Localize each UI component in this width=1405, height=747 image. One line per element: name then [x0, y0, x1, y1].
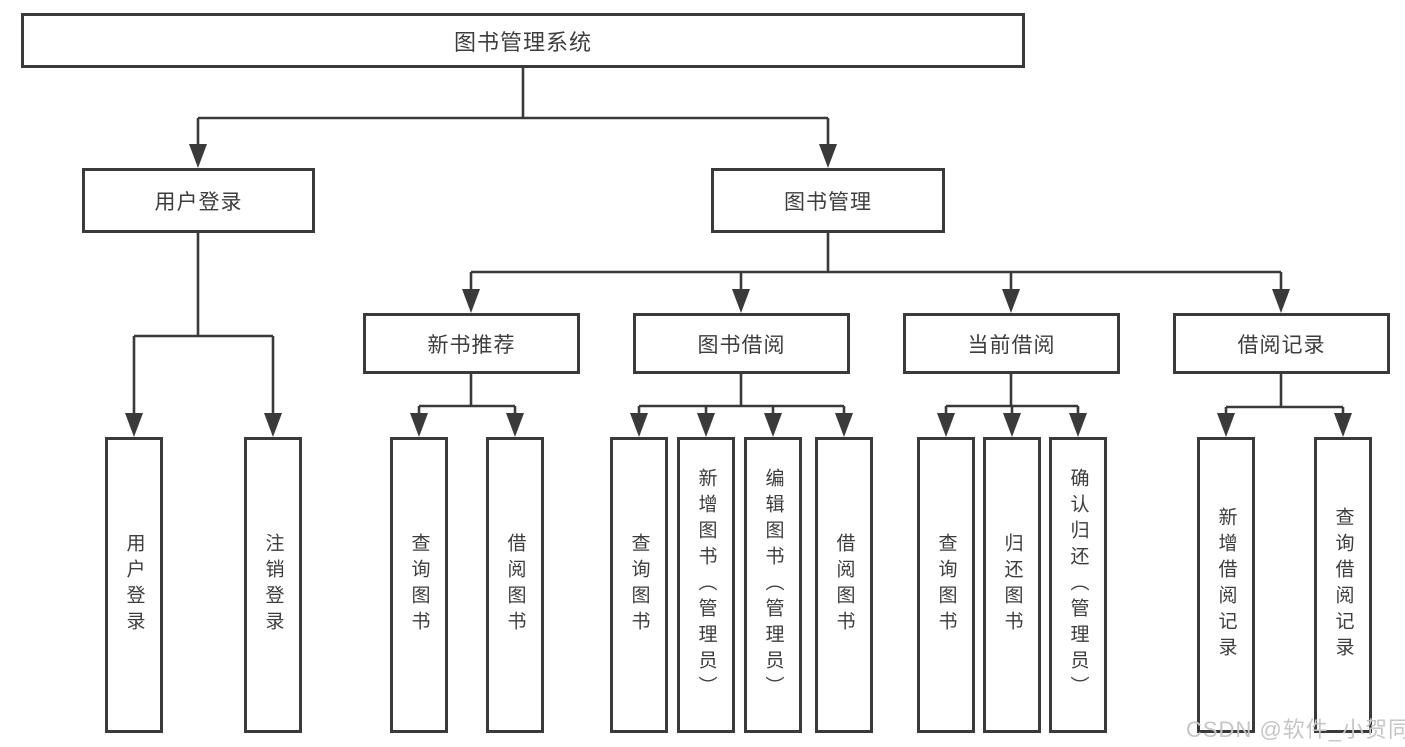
leaf-query-borrow-record: 查询借阅记录 [1314, 437, 1372, 733]
node-borrow-records: 借阅记录 [1173, 313, 1390, 374]
connector-root-to-level2 [196, 68, 830, 147]
leaf-label: 查询图书 [628, 533, 650, 637]
arrowhead-icon [410, 413, 428, 437]
arrowhead-icon [1003, 413, 1021, 437]
node-current-borrow: 当前借阅 [903, 313, 1120, 374]
leaf-label: 新增借阅记录 [1215, 507, 1237, 663]
leaf-query-book-recommend: 查询图书 [390, 437, 448, 733]
leaf-borrow-book: 借阅图书 [815, 437, 873, 733]
arrowheads [125, 144, 1352, 437]
leaf-user-login: 用户登录 [105, 437, 163, 733]
leaf-borrow-book-recommend: 借阅图书 [486, 437, 544, 733]
arrowhead-icon [1002, 289, 1020, 313]
arrowhead-icon [1272, 289, 1290, 313]
node-book-borrow: 图书借阅 [633, 313, 850, 374]
leaf-label: 归还图书 [1001, 533, 1023, 637]
leaf-query-book-borrow: 查询图书 [610, 437, 668, 733]
connector-bookmgmt-to-level3 [469, 233, 1283, 292]
arrowhead-icon [264, 413, 282, 437]
arrowhead-icon [462, 289, 480, 313]
leaf-query-book-current: 查询图书 [917, 437, 975, 733]
connector-records-to-children [1224, 374, 1345, 416]
connector-newbook-to-children [417, 374, 517, 416]
leaf-label: 查询图书 [935, 533, 957, 637]
leaf-label: 借阅图书 [504, 533, 526, 637]
leaf-label: 查询借阅记录 [1332, 507, 1354, 663]
leaf-return-book: 归还图书 [983, 437, 1041, 733]
leaf-label: 查询图书 [408, 533, 430, 637]
leaf-add-book-admin: 新增图书（管理员） [677, 437, 735, 733]
leaf-label: 借阅图书 [833, 533, 855, 637]
arrowhead-icon [125, 413, 143, 437]
arrowhead-icon [732, 289, 750, 313]
leaf-edit-book-admin: 编辑图书（管理员） [744, 437, 802, 733]
arrowhead-icon [937, 413, 955, 437]
arrowhead-icon [1334, 413, 1352, 437]
leaf-label: 注销登录 [262, 533, 284, 637]
node-new-book-recommend: 新书推荐 [363, 313, 580, 374]
leaf-label: 编辑图书（管理员） [762, 468, 784, 702]
arrowhead-icon [1217, 413, 1235, 437]
leaf-label: 用户登录 [123, 533, 145, 637]
leaf-logout: 注销登录 [244, 437, 302, 733]
connector-userlogin-to-children [132, 233, 275, 416]
arrowhead-icon [697, 413, 715, 437]
leaf-add-borrow-record: 新增借阅记录 [1197, 437, 1255, 733]
arrowhead-icon [835, 413, 853, 437]
arrowhead-icon [819, 144, 837, 168]
leaf-confirm-return-admin: 确认归还（管理员） [1049, 437, 1107, 733]
node-root-system: 图书管理系统 [21, 13, 1025, 68]
connector-currentborrow-to-children [944, 374, 1080, 416]
csdn-watermark: CSDN @软件_小贺同学 [1186, 717, 1405, 742]
leaf-label: 新增图书（管理员） [695, 468, 717, 702]
arrowhead-icon [506, 413, 524, 437]
connector-bookborrow-to-children [637, 374, 846, 416]
node-user-login-branch: 用户登录 [82, 168, 315, 233]
arrowhead-icon [764, 413, 782, 437]
arrowhead-icon [630, 413, 648, 437]
node-book-management-branch: 图书管理 [711, 168, 945, 233]
arrowhead-icon [1069, 413, 1087, 437]
arrowhead-icon [189, 144, 207, 168]
leaf-label: 确认归还（管理员） [1067, 468, 1089, 702]
